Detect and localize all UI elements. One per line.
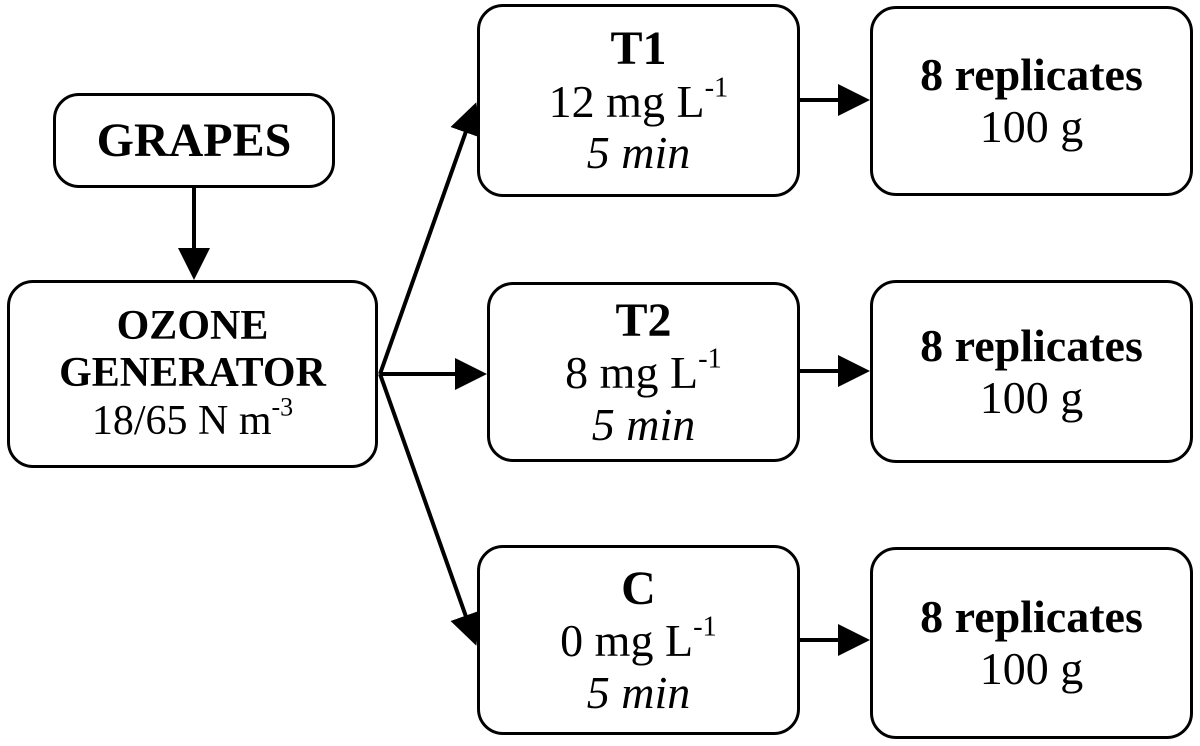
treatment-c-dose: 0 mg L-1 bbox=[560, 611, 717, 667]
ozone-line1: OZONE bbox=[116, 303, 269, 350]
treatment-t1-box: T1 12 mg L-1 5 min bbox=[477, 4, 800, 197]
arrow-ozone-to-c bbox=[378, 373, 481, 646]
replicates-c-box: 8 replicates 100 g bbox=[870, 547, 1193, 739]
replicates-t1-count: 8 replicates bbox=[920, 49, 1143, 101]
treatment-t2-dose-exponent: -1 bbox=[698, 343, 722, 375]
treatment-t2-name: T2 bbox=[615, 293, 672, 347]
treatment-c-dose-exponent: -1 bbox=[693, 611, 717, 643]
replicates-t1-box: 8 replicates 100 g bbox=[870, 6, 1193, 196]
treatment-c-time: 5 min bbox=[586, 666, 691, 718]
treatment-t1-name: T1 bbox=[610, 22, 667, 76]
replicates-t2-box: 8 replicates 100 g bbox=[870, 280, 1193, 463]
treatment-t1-dose: 12 mg L-1 bbox=[548, 72, 729, 127]
ozone-rate: 18/65 N m-3 bbox=[91, 391, 294, 444]
treatment-c-name: C bbox=[621, 561, 656, 615]
replicates-t2-count: 8 replicates bbox=[920, 319, 1143, 371]
replicates-c-mass: 100 g bbox=[979, 643, 1084, 694]
treatment-t1-dose-exponent: -1 bbox=[704, 72, 729, 104]
treatment-t2-box: T2 8 mg L-1 5 min bbox=[487, 282, 800, 462]
treatment-c-box: C 0 mg L-1 5 min bbox=[477, 545, 800, 735]
ozone-line2: GENERATOR bbox=[59, 350, 326, 397]
treatment-t2-dose: 8 mg L-1 bbox=[565, 343, 722, 399]
replicates-c-count: 8 replicates bbox=[920, 591, 1143, 643]
replicates-t2-mass: 100 g bbox=[979, 371, 1084, 423]
ozone-rate-exponent: -3 bbox=[271, 391, 294, 421]
grapes-label: GRAPES bbox=[96, 113, 292, 167]
treatment-t2-time: 5 min bbox=[591, 398, 696, 450]
treatment-t1-time: 5 min bbox=[586, 127, 691, 179]
ozone-generator-box: OZONE GENERATOR 18/65 N m-3 bbox=[7, 280, 378, 468]
replicates-t1-mass: 100 g bbox=[979, 101, 1084, 152]
arrow-ozone-to-t1 bbox=[378, 102, 481, 375]
grapes-box: GRAPES bbox=[53, 93, 335, 188]
